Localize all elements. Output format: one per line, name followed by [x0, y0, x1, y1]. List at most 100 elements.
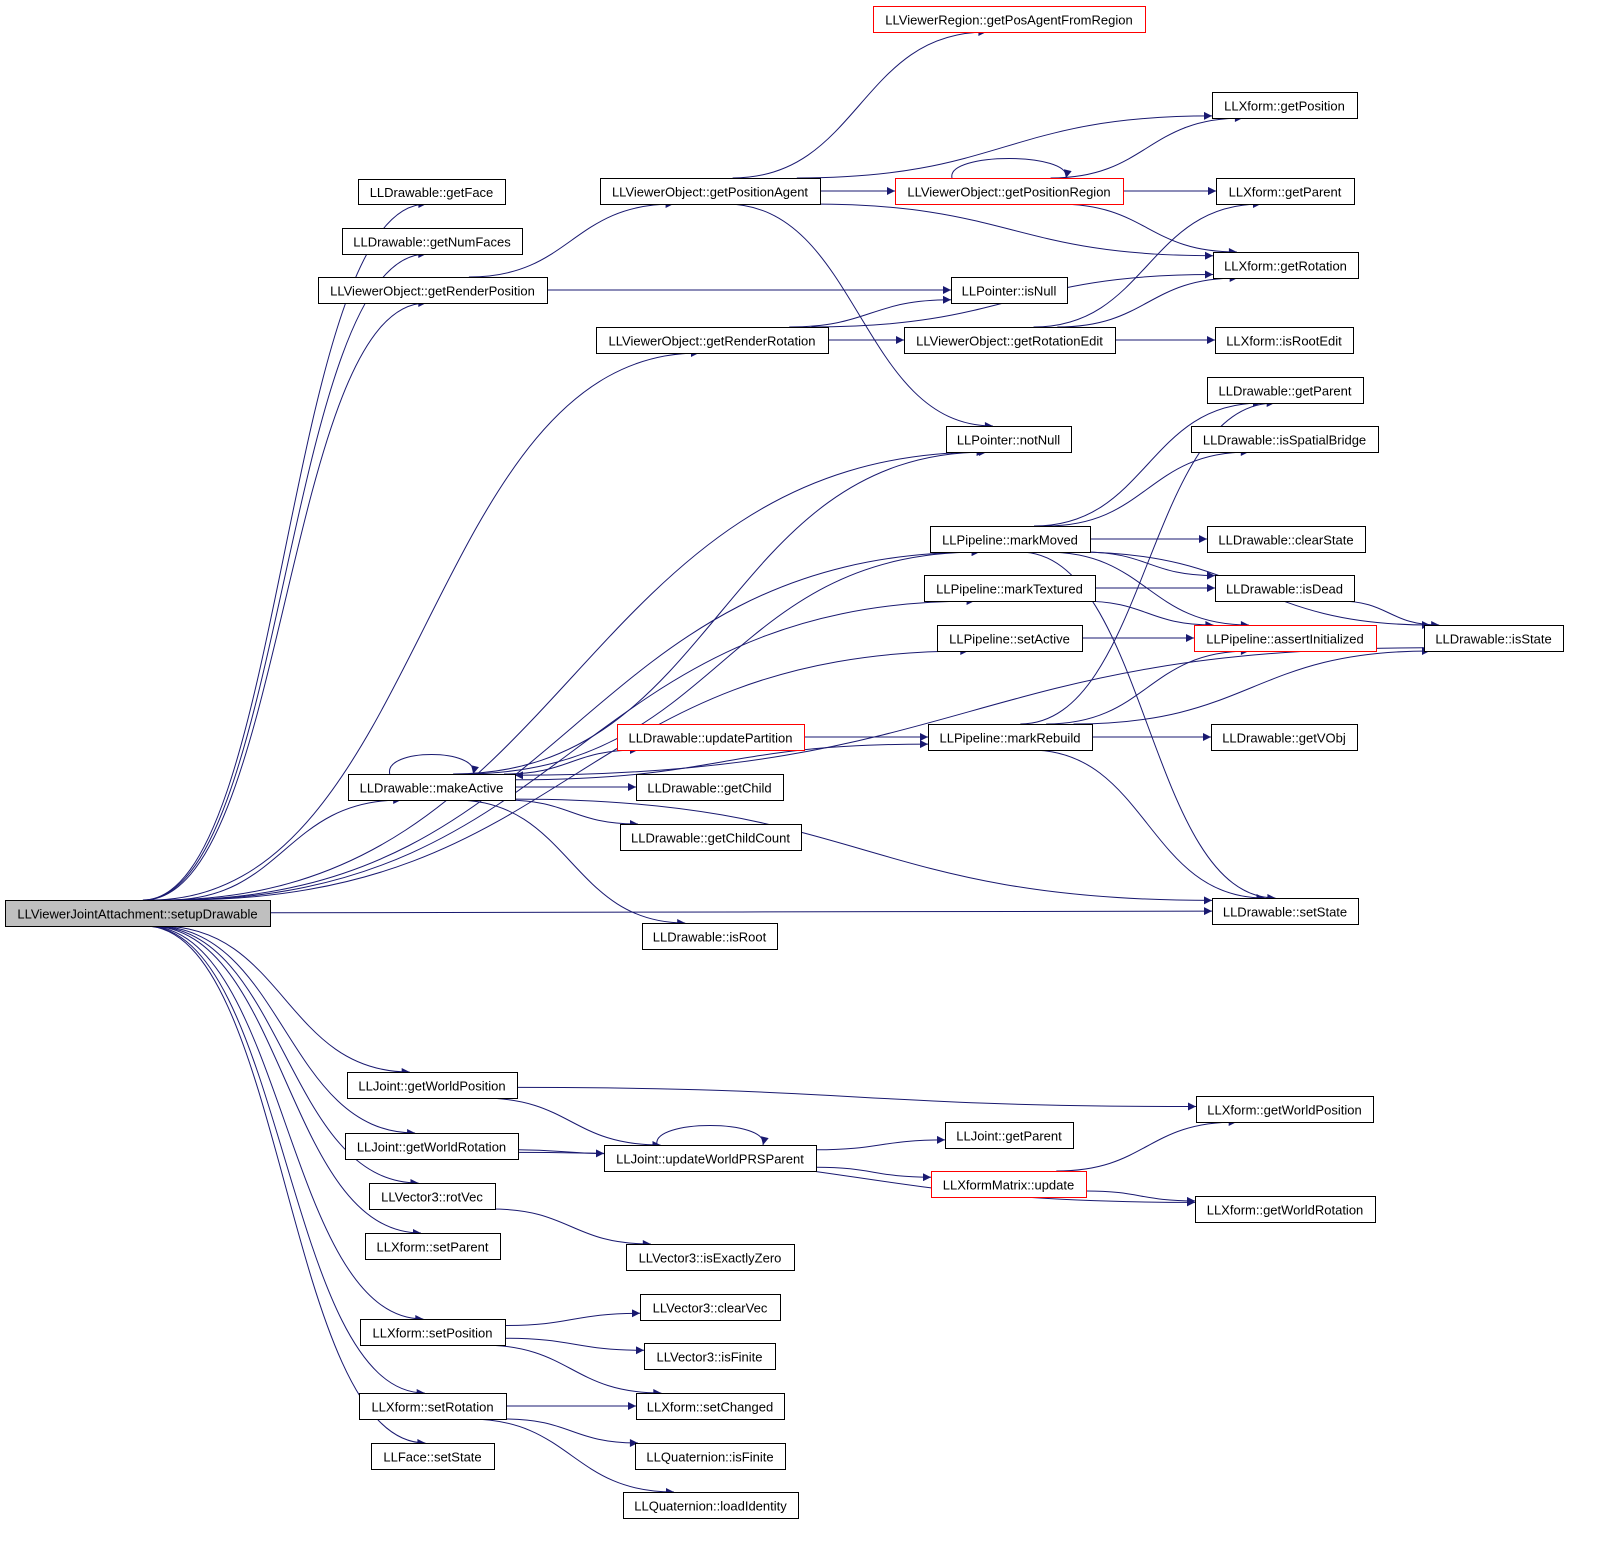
node-xGetParent[interactable]: LLXform::getParent: [1216, 178, 1355, 205]
node-box-markRebuild[interactable]: [928, 724, 1093, 751]
node-box-getFace[interactable]: [358, 179, 506, 205]
node-box-getPosAgentFromRegion[interactable]: [873, 6, 1146, 33]
node-label-pIsNull[interactable]: LLPointer::isNull: [962, 284, 1057, 299]
node-box-setChanged[interactable]: [636, 1393, 785, 1420]
node-getChild[interactable]: LLDrawable::getChild: [636, 774, 784, 801]
node-getRotationEdit[interactable]: LLViewerObject::getRotationEdit: [904, 327, 1116, 354]
node-box-qIsFinite[interactable]: [635, 1443, 786, 1470]
node-label-jGetParent[interactable]: LLJoint::getParent: [956, 1129, 1062, 1144]
node-box-getChildCount[interactable]: [620, 824, 802, 851]
node-label-getPosAgentFromRegion[interactable]: LLViewerRegion::getPosAgentFromRegion: [885, 13, 1132, 28]
node-label-getVObj[interactable]: LLDrawable::getVObj: [1222, 731, 1346, 746]
node-getNumFaces[interactable]: LLDrawable::getNumFaces: [342, 228, 523, 255]
node-v3IsFinite[interactable]: LLVector3::isFinite: [644, 1343, 776, 1370]
node-getPositionRegion[interactable]: LLViewerObject::getPositionRegion: [895, 178, 1124, 205]
node-label-xIsRootEdit[interactable]: LLXform::isRootEdit: [1226, 334, 1342, 349]
node-box-xGetParent[interactable]: [1216, 178, 1355, 205]
node-markRebuild[interactable]: LLPipeline::markRebuild: [928, 724, 1093, 751]
node-label-getChild[interactable]: LLDrawable::getChild: [647, 781, 771, 796]
node-label-root[interactable]: LLViewerJointAttachment::setupDrawable: [17, 907, 257, 922]
node-xIsRootEdit[interactable]: LLXform::isRootEdit: [1215, 327, 1354, 354]
node-xGetPosition[interactable]: LLXform::getPosition: [1212, 92, 1358, 119]
node-pNotNull[interactable]: LLPointer::notNull: [946, 426, 1072, 453]
node-label-getChildCount[interactable]: LLDrawable::getChildCount: [631, 831, 790, 846]
node-box-jGetWorldPosition[interactable]: [347, 1072, 518, 1099]
node-box-dSetState[interactable]: [1212, 898, 1359, 925]
node-box-loadIdentity[interactable]: [623, 1492, 799, 1519]
node-box-isSpatialBridge[interactable]: [1191, 426, 1379, 453]
node-getRenderPosition[interactable]: LLViewerObject::getRenderPosition: [318, 277, 548, 304]
node-box-getVObj[interactable]: [1211, 724, 1358, 751]
node-box-getPositionAgent[interactable]: [600, 178, 821, 205]
node-xmUpdate[interactable]: LLXformMatrix::update: [931, 1171, 1087, 1198]
node-xSetParent[interactable]: LLXform::setParent: [365, 1233, 501, 1260]
node-makeActive[interactable]: LLDrawable::makeActive: [348, 774, 516, 801]
node-label-updateWorldPRSParent[interactable]: LLJoint::updateWorldPRSParent: [616, 1152, 804, 1167]
node-xSetRotation[interactable]: LLXform::setRotation: [359, 1393, 507, 1420]
node-dSetState[interactable]: LLDrawable::setState: [1212, 898, 1359, 925]
node-label-xSetPosition[interactable]: LLXform::setPosition: [373, 1326, 493, 1341]
node-label-xGetParent[interactable]: LLXform::getParent: [1229, 185, 1342, 200]
node-label-getRenderRotation[interactable]: LLViewerObject::getRenderRotation: [609, 334, 816, 349]
node-box-xGetPosition[interactable]: [1212, 92, 1358, 119]
node-xGetWorldRotation[interactable]: LLXform::getWorldRotation: [1195, 1196, 1376, 1223]
node-label-markRebuild[interactable]: LLPipeline::markRebuild: [940, 731, 1081, 746]
node-label-isExactlyZero[interactable]: LLVector3::isExactlyZero: [639, 1251, 782, 1266]
node-label-setChanged[interactable]: LLXform::setChanged: [647, 1400, 773, 1415]
node-box-jGetWorldRotation[interactable]: [345, 1133, 519, 1160]
node-label-getNumFaces[interactable]: LLDrawable::getNumFaces: [353, 235, 511, 250]
node-box-xSetParent[interactable]: [365, 1233, 501, 1260]
node-box-v3IsFinite[interactable]: [644, 1343, 776, 1370]
node-label-xGetWorldRotation[interactable]: LLXform::getWorldRotation: [1207, 1203, 1364, 1218]
node-label-markTextured[interactable]: LLPipeline::markTextured: [936, 582, 1083, 597]
node-isExactlyZero[interactable]: LLVector3::isExactlyZero: [626, 1244, 795, 1271]
node-box-isDead[interactable]: [1215, 575, 1355, 602]
node-label-dGetParent[interactable]: LLDrawable::getParent: [1219, 384, 1352, 399]
node-box-markTextured[interactable]: [924, 575, 1096, 602]
node-getFace[interactable]: LLDrawable::getFace: [358, 179, 506, 205]
node-getChildCount[interactable]: LLDrawable::getChildCount: [620, 824, 802, 851]
node-box-getRenderRotation[interactable]: [596, 327, 829, 354]
node-getPosAgentFromRegion[interactable]: LLViewerRegion::getPosAgentFromRegion: [873, 6, 1146, 33]
node-label-jGetWorldRotation[interactable]: LLJoint::getWorldRotation: [357, 1140, 506, 1155]
node-isRoot[interactable]: LLDrawable::isRoot: [642, 923, 778, 950]
node-label-clearVec[interactable]: LLVector3::clearVec: [653, 1301, 768, 1316]
node-box-xGetWorldPosition[interactable]: [1196, 1096, 1374, 1123]
node-label-getRenderPosition[interactable]: LLViewerObject::getRenderPosition: [330, 284, 535, 299]
node-label-xGetPosition[interactable]: LLXform::getPosition: [1224, 99, 1345, 114]
node-xSetPosition[interactable]: LLXform::setPosition: [360, 1319, 506, 1346]
node-label-dSetState[interactable]: LLDrawable::setState: [1223, 905, 1347, 920]
node-label-qIsFinite[interactable]: LLQuaternion::isFinite: [646, 1450, 773, 1465]
node-box-xSetPosition[interactable]: [360, 1319, 506, 1346]
node-box-xGetWorldRotation[interactable]: [1195, 1196, 1376, 1223]
node-box-isState[interactable]: [1424, 625, 1564, 652]
node-box-getPositionRegion[interactable]: [895, 178, 1124, 205]
node-box-xGetRotation[interactable]: [1213, 252, 1359, 279]
node-loadIdentity[interactable]: LLQuaternion::loadIdentity: [623, 1492, 799, 1519]
node-box-jGetParent[interactable]: [945, 1122, 1074, 1149]
node-box-makeActive[interactable]: [348, 774, 516, 801]
node-box-getNumFaces[interactable]: [342, 228, 523, 255]
node-isDead[interactable]: LLDrawable::isDead: [1215, 575, 1355, 602]
node-getRenderRotation[interactable]: LLViewerObject::getRenderRotation: [596, 327, 829, 354]
node-box-isExactlyZero[interactable]: [626, 1244, 795, 1271]
node-box-xIsRootEdit[interactable]: [1215, 327, 1354, 354]
node-label-getFace[interactable]: LLDrawable::getFace: [370, 185, 494, 200]
node-label-getPositionRegion[interactable]: LLViewerObject::getPositionRegion: [907, 185, 1110, 200]
node-label-faceSetState[interactable]: LLFace::setState: [383, 1450, 481, 1465]
node-jGetParent[interactable]: LLJoint::getParent: [945, 1122, 1074, 1149]
node-clearVec[interactable]: LLVector3::clearVec: [640, 1294, 781, 1321]
node-label-xSetRotation[interactable]: LLXform::setRotation: [371, 1400, 493, 1415]
node-assertInitialized[interactable]: LLPipeline::assertInitialized: [1194, 625, 1377, 652]
node-label-isState[interactable]: LLDrawable::isState: [1435, 632, 1551, 647]
node-box-faceSetState[interactable]: [371, 1443, 495, 1470]
node-label-isRoot[interactable]: LLDrawable::isRoot: [653, 930, 767, 945]
node-jGetWorldRotation[interactable]: LLJoint::getWorldRotation: [345, 1133, 519, 1160]
node-label-getRotationEdit[interactable]: LLViewerObject::getRotationEdit: [916, 334, 1103, 349]
node-label-getPositionAgent[interactable]: LLViewerObject::getPositionAgent: [612, 185, 808, 200]
node-box-assertInitialized[interactable]: [1194, 625, 1377, 652]
node-updateWorldPRSParent[interactable]: LLJoint::updateWorldPRSParent: [604, 1145, 817, 1172]
node-label-isDead[interactable]: LLDrawable::isDead: [1226, 582, 1343, 597]
node-box-getRotationEdit[interactable]: [904, 327, 1116, 354]
node-box-clearState[interactable]: [1207, 526, 1366, 553]
